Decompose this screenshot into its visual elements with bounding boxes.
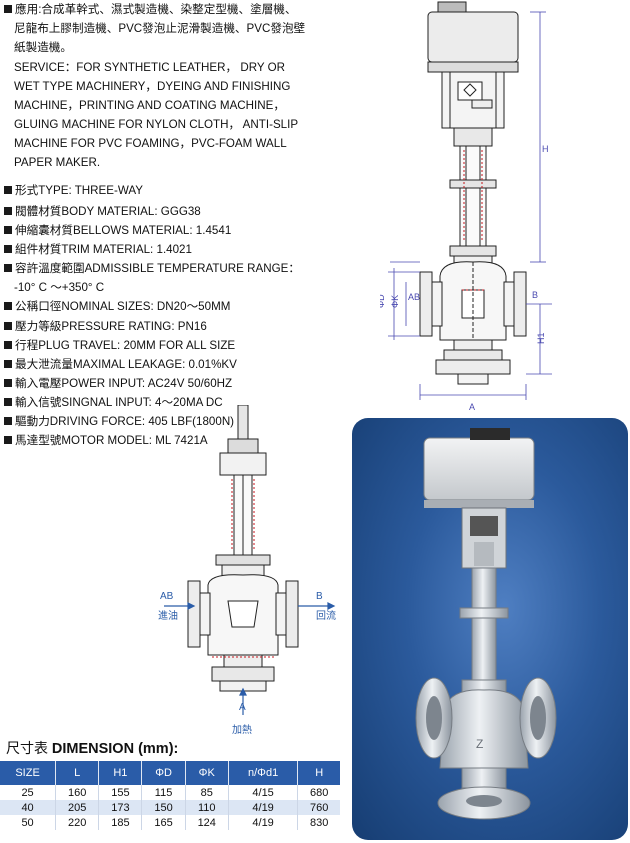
port-label-ab: AB bbox=[408, 292, 420, 302]
table-row: 40 205 173 150 110 4/19 760 bbox=[0, 800, 340, 815]
section-label-ab: AB bbox=[160, 591, 174, 602]
column-header: L bbox=[55, 761, 100, 785]
casting-mark: Z bbox=[476, 737, 483, 751]
table-cell: 40 bbox=[0, 800, 57, 815]
table-cell: 160 bbox=[55, 785, 100, 800]
section-label-inlet: 進油 bbox=[158, 609, 178, 622]
bullet-icon bbox=[4, 398, 12, 406]
valve-plug bbox=[227, 600, 259, 628]
bullet-icon bbox=[4, 322, 12, 330]
table-cell: 4/19 bbox=[228, 800, 299, 815]
spec-item: 公稱口徑NOMINAL SIZES: DN20～50MM bbox=[4, 297, 230, 316]
spec-item: 輸入電壓POWER INPUT: AC24V 50/60HZ bbox=[4, 374, 232, 393]
service-cn-line-3: 紙製造機。 bbox=[14, 41, 72, 54]
table-cell: 110 bbox=[185, 800, 229, 815]
table-cell: 25 bbox=[0, 785, 57, 800]
table-cell: 115 bbox=[141, 785, 186, 800]
spec-item: 伸縮囊材質BELLOWS MATERIAL: 1.4541 bbox=[4, 221, 231, 240]
service-cn-line-2: 尼龍布上膠制造機、PVC發泡止泥滑製造機、PVC發泡壁 bbox=[14, 22, 306, 35]
valve-outline-drawing: H ΦD ΦK AB B H1 A bbox=[380, 1, 552, 412]
table-cell: 85 bbox=[185, 785, 229, 800]
table-row: 50 220 185 165 124 4/19 830 bbox=[0, 815, 340, 830]
table-cell: 185 bbox=[98, 815, 143, 830]
dimension-title-cn: 尺寸表 bbox=[6, 740, 48, 756]
port-label-b: B bbox=[532, 290, 538, 300]
bullet-icon bbox=[4, 264, 12, 272]
table-cell: 4/15 bbox=[228, 785, 299, 800]
flange-left bbox=[419, 271, 433, 337]
section-label-b: B bbox=[316, 591, 323, 602]
bullet-icon bbox=[4, 341, 12, 349]
bullet-icon bbox=[4, 360, 12, 368]
spec-item: 容許溫度範圍ADMISSIBLE TEMPERATURE RANGE： bbox=[4, 259, 300, 278]
service-en-line: MACHINE FOR PVC FOAMING，PVC-FOAM WALL bbox=[14, 137, 287, 150]
spec-item: 閥體材質BODY MATERIAL: GGG38 bbox=[4, 202, 201, 221]
column-header: n/Φd1 bbox=[228, 761, 299, 785]
flange-bottom bbox=[443, 349, 503, 361]
bullet-icon bbox=[4, 417, 12, 425]
spec-item: 驅動力DRIVING FORCE: 405 LBF(1800N) bbox=[4, 412, 234, 431]
bullet-icon bbox=[4, 436, 12, 444]
table-cell: 4/19 bbox=[228, 815, 299, 830]
table-cell: 155 bbox=[98, 785, 143, 800]
table-row: 25 160 155 115 85 4/15 680 bbox=[0, 785, 340, 800]
valve-section-drawing: AB 進油 B 回流 A 加熱 bbox=[158, 405, 336, 736]
service-en-line: GLUING MACHINE FOR NYLON CLOTH， ANTI-SLI… bbox=[14, 118, 299, 131]
spec-item: 組件材質TRIM MATERIAL: 1.4021 bbox=[4, 240, 192, 259]
dim-label-phik: ΦK bbox=[390, 295, 400, 308]
bullet-icon bbox=[4, 245, 12, 253]
column-header: H1 bbox=[98, 761, 143, 785]
service-en-line: WET TYPE MACHINERY，DYEING AND FINISHING bbox=[14, 80, 291, 93]
service-en-line: PAPER MAKER. bbox=[14, 156, 101, 169]
bullet-icon bbox=[4, 226, 12, 234]
actuator-cover bbox=[427, 11, 519, 63]
dimension-header-row: SIZE L H1 ΦD ΦK n/Φd1 H bbox=[0, 761, 340, 785]
table-cell: 173 bbox=[98, 800, 143, 815]
dimension-table: SIZE L H1 ΦD ΦK n/Φd1 H 25 160 155 115 8… bbox=[0, 761, 340, 830]
spec-item: 行程PLUG TRAVEL: 20MM FOR ALL SIZE bbox=[4, 336, 235, 355]
spec-item: 形式TYPE: THREE-WAY bbox=[4, 181, 143, 200]
section-label-heat: 加熱 bbox=[232, 723, 252, 736]
dim-label-phid: ΦD bbox=[380, 294, 386, 308]
table-cell: 50 bbox=[0, 815, 57, 830]
dim-label-h1: H1 bbox=[536, 332, 546, 344]
section-label-return: 回流 bbox=[316, 609, 336, 622]
bullet-icon bbox=[4, 5, 12, 13]
column-header: SIZE bbox=[0, 761, 57, 785]
spec-item-continuation: -10° C ～+350° C bbox=[14, 281, 105, 294]
dim-label-a: A bbox=[469, 402, 475, 412]
section-label-a: A bbox=[239, 702, 246, 713]
flange-right bbox=[513, 271, 527, 337]
service-en-line: MACHINE，PRINTING AND COATING MACHINE， bbox=[14, 99, 285, 112]
bullet-icon bbox=[4, 379, 12, 387]
valve-photo-illustration: Z bbox=[415, 428, 557, 820]
table-cell: 150 bbox=[141, 800, 186, 815]
table-cell: 124 bbox=[185, 815, 229, 830]
column-header: ΦD bbox=[141, 761, 186, 785]
dimension-title-en: DIMENSION (mm): bbox=[51, 741, 179, 757]
table-cell: 205 bbox=[55, 800, 100, 815]
table-cell: 680 bbox=[297, 785, 340, 800]
dim-label-h: H bbox=[542, 144, 549, 154]
table-cell: 760 bbox=[297, 800, 340, 815]
bullet-icon bbox=[4, 302, 12, 310]
service-en-line: SERVICE：FOR SYNTHETIC LEATHER， DRY OR bbox=[14, 61, 285, 74]
dimension-title: 尺寸表 DIMENSION (mm): bbox=[6, 738, 178, 758]
column-header: H bbox=[297, 761, 340, 785]
table-cell: 165 bbox=[141, 815, 186, 830]
column-header: ΦK bbox=[185, 761, 229, 785]
product-photo: Z bbox=[352, 418, 628, 840]
spec-item: 馬達型號MOTOR MODEL: ML 7421A bbox=[4, 431, 208, 450]
table-cell: 830 bbox=[297, 815, 340, 830]
spec-item: 最大泄流量MAXIMAL LEAKAGE: 0.01%KV bbox=[4, 355, 237, 374]
spec-item: 輸入信號SINGNAL INPUT: 4～20MA DC bbox=[4, 393, 223, 412]
table-cell: 220 bbox=[55, 815, 100, 830]
bullet-icon bbox=[4, 186, 12, 194]
spec-item: 壓力等級PRESSURE RATING: PN16 bbox=[4, 317, 207, 336]
service-cn-line-1: 應用:合成革幹式、濕式製造機、染整定型機、塗層機、 bbox=[4, 0, 296, 19]
bullet-icon bbox=[4, 207, 12, 215]
